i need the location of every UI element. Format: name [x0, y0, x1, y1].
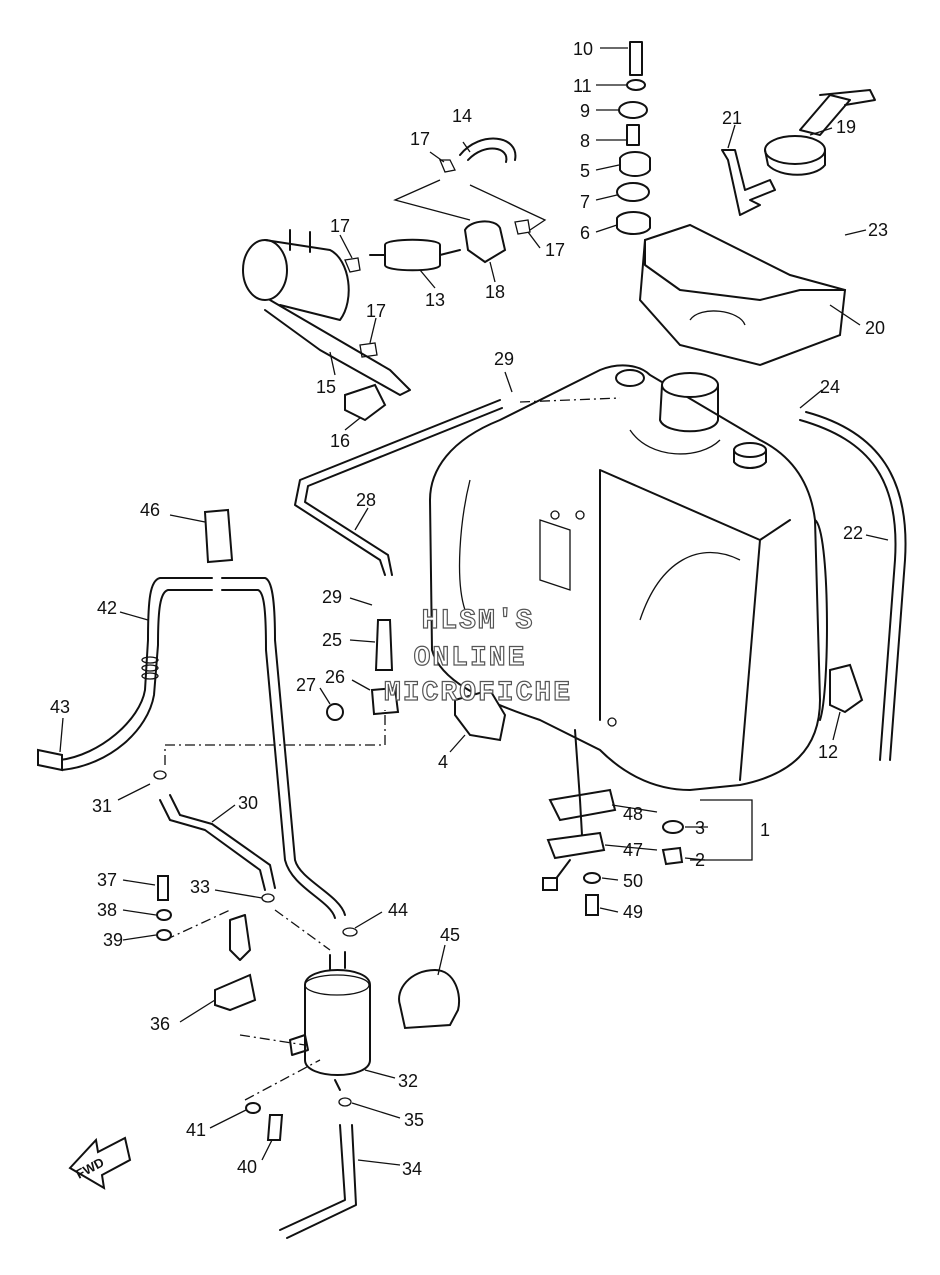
upper-components [242, 137, 531, 422]
part-50 [583, 872, 601, 884]
label-16: 16 [330, 431, 350, 451]
label-47: 47 [623, 840, 643, 860]
bracket-12 [829, 663, 864, 714]
label-15: 15 [316, 377, 336, 397]
label-6: 6 [580, 223, 590, 243]
label-39: 39 [103, 930, 123, 950]
label-48: 48 [623, 804, 643, 824]
label-44: 44 [388, 900, 408, 920]
label-17a: 17 [410, 129, 430, 149]
label-30: 30 [238, 793, 258, 813]
watermark: HLSM'S ONLINE MICROFICHE [383, 605, 572, 709]
label-38: 38 [97, 900, 117, 920]
label-32: 32 [398, 1071, 418, 1091]
label-29a: 29 [494, 349, 514, 369]
label-49: 49 [623, 902, 643, 922]
part-45 [398, 968, 460, 1030]
part-40 [266, 1114, 284, 1141]
svg-text:MICROFICHE: MICROFICHE [384, 678, 572, 709]
label-22: 22 [843, 523, 863, 543]
label-50: 50 [623, 871, 643, 891]
label-20: 20 [865, 318, 885, 338]
hose-44 [221, 577, 346, 916]
label-17d: 17 [545, 240, 565, 260]
hose-34 [279, 1124, 346, 1231]
label-17b: 17 [330, 216, 350, 236]
part-3 [662, 820, 684, 834]
label-13: 13 [425, 290, 445, 310]
leader-bracket [393, 179, 547, 231]
label-10: 10 [573, 39, 593, 59]
bolt-stack [616, 41, 651, 235]
hose-22 [799, 419, 897, 761]
label-11: 11 [573, 76, 592, 96]
label-27: 27 [296, 675, 316, 695]
fuel-sender [542, 729, 617, 891]
label-17c: 17 [366, 301, 386, 321]
label-33: 33 [190, 877, 210, 897]
label-18: 18 [485, 282, 505, 302]
fuel-tank [428, 364, 828, 792]
svg-text:HLSM'S: HLSM'S [422, 606, 535, 637]
label-43: 43 [50, 697, 70, 717]
label-34: 34 [402, 1159, 422, 1179]
part-39 [156, 929, 172, 941]
label-1: 1 [760, 820, 770, 840]
label-7: 7 [580, 192, 590, 212]
label-9: 9 [580, 101, 590, 121]
tray [638, 223, 847, 367]
label-28: 28 [356, 490, 376, 510]
fwd-arrow: FWD [68, 1136, 132, 1190]
label-24: 24 [820, 377, 840, 397]
hose-30 [159, 799, 266, 891]
part-2 [661, 846, 684, 866]
label-42: 42 [97, 598, 117, 618]
part-41 [245, 1102, 261, 1114]
leader-lines [59, 47, 889, 1166]
label-36: 36 [150, 1014, 170, 1034]
label-25: 25 [322, 630, 342, 650]
label-37: 37 [97, 870, 117, 890]
label-19: 19 [836, 117, 856, 137]
label-45: 45 [440, 925, 460, 945]
label-41: 41 [186, 1120, 206, 1140]
label-26: 26 [325, 667, 345, 687]
label-2: 2 [695, 850, 705, 870]
label-14: 14 [452, 106, 472, 126]
label-12: 12 [818, 742, 838, 762]
part-4 [454, 688, 507, 742]
label-8: 8 [580, 131, 590, 151]
label-5: 5 [580, 161, 590, 181]
label-46: 46 [140, 500, 160, 520]
label-4: 4 [438, 752, 448, 772]
label-29b: 29 [322, 587, 342, 607]
part-labels: 1 2 3 4 6 5 7 8 9 10 11 12 13 14 15 16 1… [50, 39, 888, 1179]
stay [721, 149, 776, 216]
label-3: 3 [695, 818, 705, 838]
hose-42 [37, 577, 213, 772]
hose-28 [294, 399, 501, 576]
leader-dash [164, 710, 386, 765]
part-37 [157, 875, 169, 901]
fuel-filter [214, 914, 371, 1091]
label-40: 40 [237, 1157, 257, 1177]
part-49 [585, 894, 599, 916]
part-38 [156, 909, 172, 921]
label-31: 31 [92, 796, 112, 816]
label-23: 23 [868, 220, 888, 240]
fuel-cock [326, 619, 400, 721]
part-46 [203, 508, 234, 564]
svg-text:ONLINE: ONLINE [414, 643, 527, 674]
label-21: 21 [722, 108, 742, 128]
label-35: 35 [404, 1110, 424, 1130]
